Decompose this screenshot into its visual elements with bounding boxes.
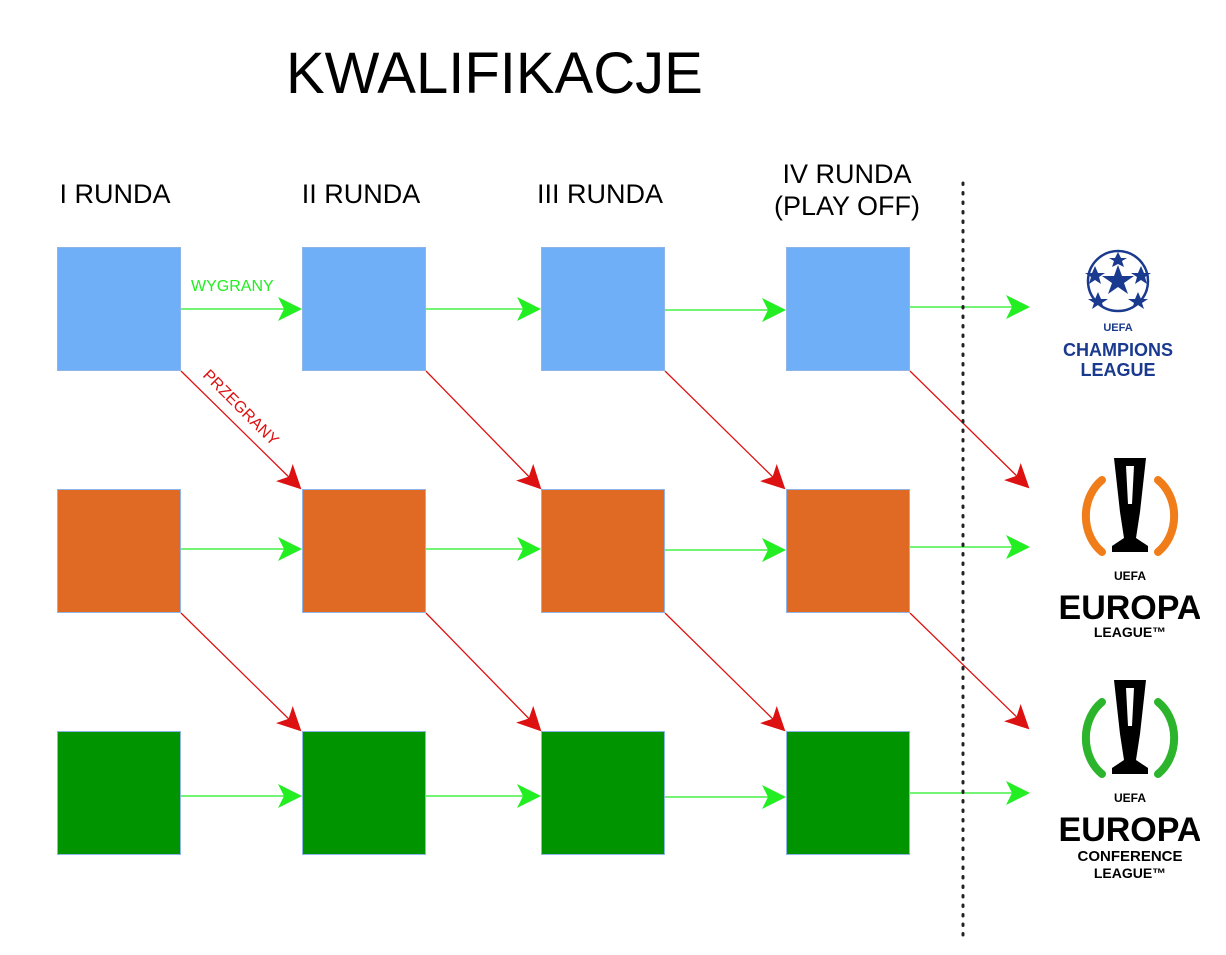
round-4-sublabel: (PLAY OFF) [773,191,921,221]
lose-arrow [425,370,542,490]
round-1-header: I RUNDA [40,178,190,210]
round-2-header: II RUNDA [286,178,436,210]
lose-arrow [425,612,542,732]
europa-path-round-3 [541,489,665,613]
round-1-label: I RUNDA [59,179,171,209]
trophy-icon [1081,680,1179,778]
round-3-header: III RUNDA [520,178,680,210]
champions-path-round-4 [786,247,910,371]
lose-arrow [909,612,1030,730]
conference-path-round-4 [786,731,910,855]
trophy-icon [1081,458,1179,556]
lose-arrow [909,370,1030,489]
conference-subtitle-text: CONFERENCE [1077,848,1182,865]
round-4-header: IV RUNDA (PLAY OFF) [757,158,937,222]
page-title: KWALIFIKACJE [286,41,703,106]
conference-league-text: LEAGUE™ [1094,865,1166,881]
europa-path-round-1 [57,489,181,613]
round-2-label: II RUNDA [301,179,421,209]
champions-title-text: CHAMPIONS [1063,340,1173,360]
round-3-label: III RUNDA [536,179,663,209]
conference-title-text: EUROPA [1059,811,1200,849]
win-label: WYGRANY [191,278,274,295]
conference-league-logo: UEFA EUROPA CONFERENCE LEAGUE™ [1040,676,1201,886]
europa-league-logo: UEFA EUROPA LEAGUE™ [1040,452,1201,642]
lose-arrow [180,370,302,490]
champions-league-logo: UEFA CHAMPIONS LEAGUE [1040,248,1200,388]
europa-path-round-2 [302,489,426,613]
champions-path-round-2 [302,247,426,371]
lose-arrow [664,370,786,490]
starball-icon [1085,249,1151,313]
conference-uefa-text: UEFA [1114,791,1146,805]
champions-path-round-3 [541,247,665,371]
lose-arrow [180,612,302,732]
lose-arrow [664,612,786,732]
europa-title-text: EUROPA [1059,589,1200,627]
round-4-label: IV RUNDA [782,159,912,189]
champions-path-round-1 [57,247,181,371]
champions-league-text: LEAGUE [1080,360,1155,380]
lose-label: PRZEGRANY [199,367,282,450]
conference-path-round-3 [541,731,665,855]
europa-uefa-text: UEFA [1114,569,1146,583]
europa-league-text: LEAGUE™ [1094,624,1166,640]
conference-path-round-1 [57,731,181,855]
champions-uefa-text: UEFA [1103,322,1132,334]
europa-path-round-4 [786,489,910,613]
conference-path-round-2 [302,731,426,855]
